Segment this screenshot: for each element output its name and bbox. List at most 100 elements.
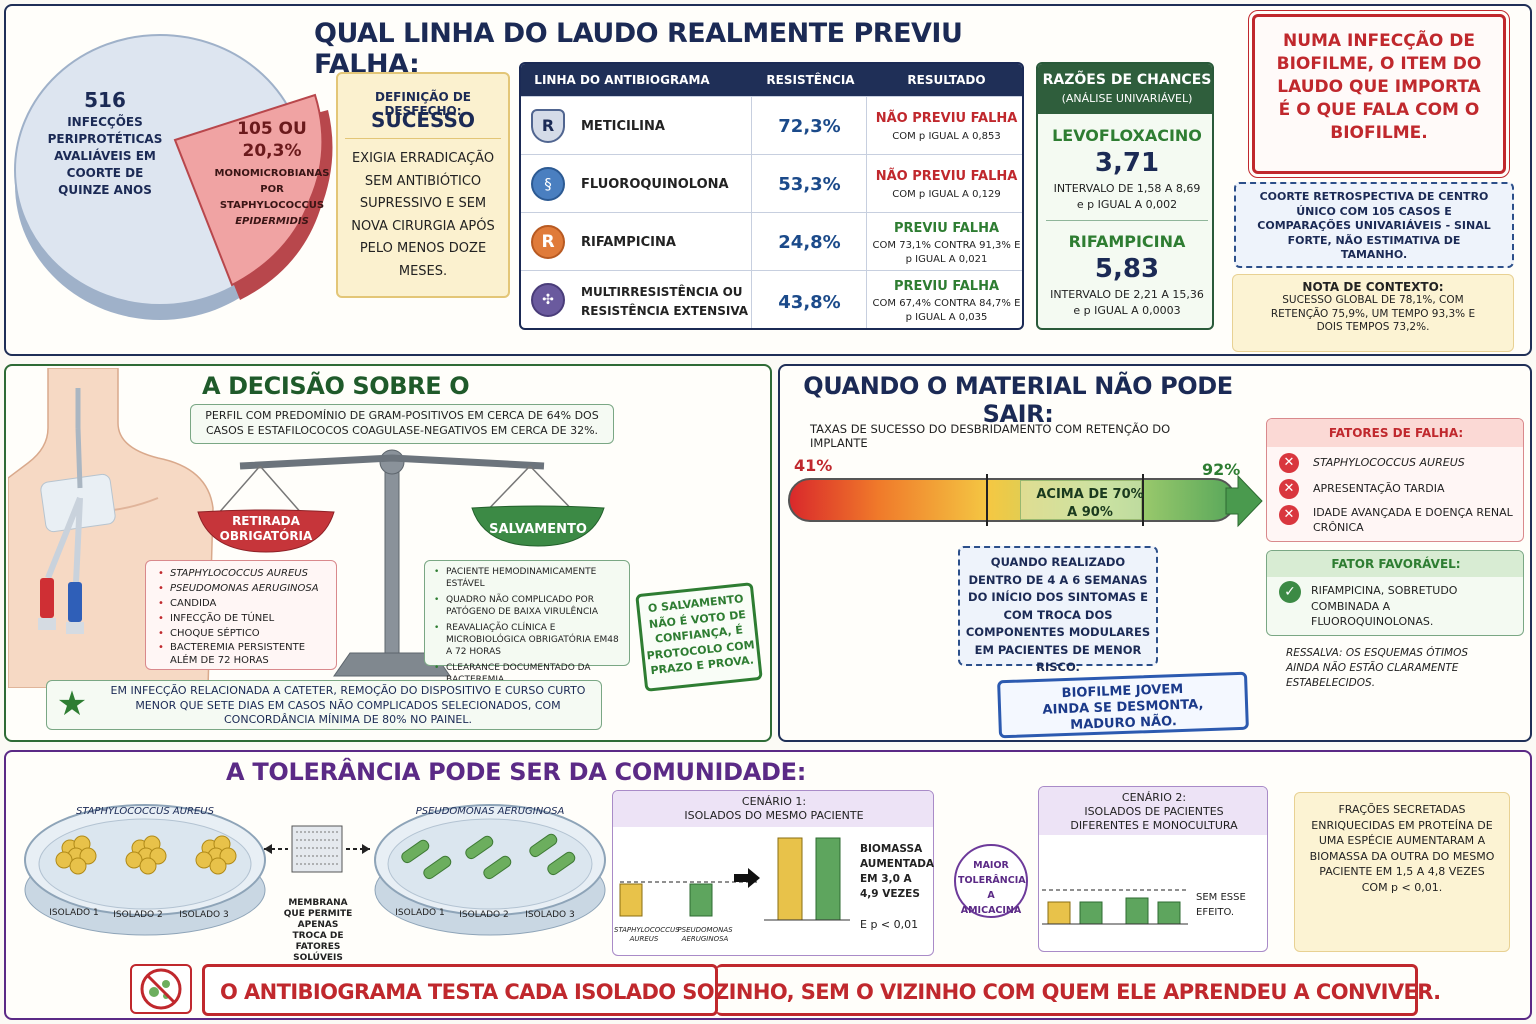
material-title: QUANDO O MATERIAL NÃO PODE SAIR: [803, 372, 1233, 428]
bar-staph-coculture [777, 837, 803, 921]
odds-divider [1046, 220, 1208, 221]
odds-box: RAZÕES DE CHANCES (ANÁLISE UNIVARIÁVEL) … [1036, 62, 1214, 330]
outcome-box [336, 72, 510, 298]
target-range-highlight [1020, 480, 1142, 520]
list-item: PACIENTE HEMODINAMICAMENTE ESTÁVEL [434, 566, 626, 590]
odds-header-bar [1038, 64, 1212, 114]
row-resistance: 72,3% [778, 116, 841, 137]
bar-monoculture [1047, 901, 1071, 925]
failure-factors-box: FATORES DE FALHA: ✕ STAPHYLOCOCCUS AUREU… [1266, 418, 1524, 542]
removal-list: STAPHYLOCOCCUS AUREUS PSEUDOMONAS AERUGI… [158, 566, 334, 667]
bar-marker-1 [986, 474, 988, 526]
table-header-col3: RESULTADO [907, 73, 986, 87]
row-detail: COM 73,1% CONTRA 91,3% E p IGUAL A 0,021 [872, 240, 1021, 265]
scenario2-result: SEM ESSE EFEITO. [1196, 892, 1246, 918]
star-icon: ★ [56, 684, 88, 724]
row-name: METICILINA [581, 119, 665, 134]
balance-scale [209, 449, 581, 677]
x-icon: ✕ [1279, 479, 1299, 499]
pie-slice-text: MONOMICROBIANAS POR STAPHYLOCOCCUS [214, 168, 330, 211]
scenario2-subtitle: ISOLADOS DE PACIENTES DIFERENTES E MONOC… [1070, 805, 1238, 832]
membrane-icon [264, 825, 370, 873]
catheter-footnote-box [46, 680, 602, 730]
timing-note-text: QUANDO REALIZADO DENTRO DE 4 A 6 SEMANAS… [965, 555, 1151, 674]
context-note [1232, 274, 1514, 352]
failure-title: FATORES DE FALHA: [1328, 426, 1464, 440]
bar-pseudo-alone [689, 883, 713, 917]
success-high-label: 92% [1202, 460, 1241, 479]
membrane-label: MEMBRANA QUE PERMITE APENAS TROCA DE FAT… [283, 898, 353, 963]
table-row: R RIFAMPICINA 24,8% PREVIU FALHA COM 73,… [521, 212, 1022, 270]
pie-chart [14, 34, 333, 320]
amikacin-badge-text: MAIOR TOLERÂNCIA A AMICACINA [958, 860, 1026, 916]
profile-box [190, 404, 614, 444]
scenario1-label: STAPHYLOCOCCUS AUREUS [614, 926, 680, 943]
table-row: ✣ MULTIRRESISTÊNCIA OU RESISTÊNCIA EXTEN… [521, 270, 1022, 328]
salvage-pan-label: SALVAMENTO [489, 522, 587, 537]
arrow-icon [734, 868, 760, 888]
odds-p: e p IGUAL A 0,0003 [1073, 304, 1181, 317]
scenario1-header-bar [613, 791, 933, 827]
favorable-item: RIFAMPICINA, SOBRETUDO COMBINADA A FLUOR… [1311, 584, 1458, 628]
scenario2-title: CENÁRIO 2: [1121, 791, 1187, 804]
banner-box [202, 964, 718, 1016]
scenario1-title: CENÁRIO 1: [741, 795, 807, 808]
context-body: SUCESSO GLOBAL DE 78,1%, COM RETENÇÃO 75… [1270, 294, 1476, 333]
favorable-header-bar [1267, 551, 1523, 577]
scenario1-label: PSEUDOMONAS AERUGINOSA [677, 926, 733, 943]
row-resistance: 24,8% [778, 232, 841, 253]
isolate-label: ISOLADO 2 [459, 910, 509, 920]
salvage-list: PACIENTE HEMODINAMICAMENTE ESTÁVEL QUADR… [434, 566, 626, 686]
pseudomonas-petri-dish [374, 804, 606, 936]
salvage-stamp-text: O SALVAMENTO NÃO É VOTO DE CONFIANÇA, É … [646, 592, 756, 678]
list-item: BACTEREMIA PERSISTENTE ALÉM DE 72 HORAS [158, 641, 334, 667]
favorable-title: FATOR FAVORÁVEL: [1331, 557, 1461, 571]
table-header-col2: RESISTÊNCIA [766, 73, 855, 87]
scenario1-subtitle: ISOLADOS DO MESMO PACIENTE [684, 809, 864, 822]
outcome-divider [345, 138, 501, 139]
banner-text: O ANTIBIOGRAMA TESTA CADA ISOLADO SOZINH… [220, 980, 1441, 1004]
bar-staph-alone [619, 883, 643, 917]
row-detail: COM p IGUAL A 0,853 [892, 131, 1001, 142]
pseudomonas-dish-label: PSEUDOMONAS AERUGINOSA [415, 806, 565, 817]
removal-pan [197, 509, 335, 553]
odds-value: 5,83 [1094, 254, 1160, 284]
cohort-note [1234, 182, 1514, 268]
removal-pan-label: RETIRADA OBRIGATÓRIA [219, 514, 313, 543]
biofilm-callout-text: NUMA INFECÇÃO DE BIOFILME, O ITEM DO LAU… [1276, 31, 1482, 143]
context-title: NOTA DE CONTEXTO: [1302, 280, 1444, 294]
profile-text: PERFIL COM PREDOMÍNIO DE GRAM-POSITIVOS … [205, 409, 599, 437]
check-icon: ✓ [1279, 581, 1301, 603]
outcome-body: EXIGIA ERRADICAÇÃO SEM ANTIBIÓTICO SUPRE… [351, 151, 495, 279]
amikacin-badge [954, 844, 1028, 918]
outcome-word: SUCESSO [371, 108, 475, 132]
fractions-note [1294, 792, 1510, 952]
row-resistance: 43,8% [778, 292, 841, 313]
scenario1-result: BIOMASSA AUMENTADA EM 3,0 A 4,9 VEZES [860, 843, 935, 900]
list-item: INFECÇÃO DE TÚNEL [158, 611, 334, 626]
list-item: STAPHYLOCOCCUS AUREUS [158, 566, 334, 581]
isolate-label: ISOLADO 1 [49, 908, 99, 918]
pie-slice-number: 105 OU 20,3% [237, 119, 307, 161]
x-icon: ✕ [1279, 505, 1299, 525]
biofilm-callout [1248, 10, 1510, 178]
target-range-label: ACIMA DE 70% A 90% [1036, 487, 1144, 520]
isolate-label: ISOLADO 3 [179, 910, 229, 920]
odds-p: e p IGUAL A 0,002 [1076, 198, 1178, 211]
row-result: NÃO PREVIU FALHA [875, 111, 1018, 126]
odds-subtitle: (ANÁLISE UNIVARIÁVEL) [1061, 92, 1193, 105]
odds-ci: INTERVALO DE 1,58 A 8,69 [1053, 182, 1201, 195]
table-header-col1: LINHA DO ANTIBIOGRAMA [534, 73, 710, 87]
favorable-factor-box: FATOR FAVORÁVEL: ✓ RIFAMPICINA, SOBRETUD… [1266, 550, 1524, 636]
fractions-note-text: FRAÇÕES SECRETADAS ENRIQUECIDAS EM PROTE… [1309, 803, 1495, 894]
bar-monoculture [1079, 901, 1103, 925]
isolate-label: ISOLADO 1 [395, 908, 445, 918]
row-name: FLUOROQUINOLONA [581, 177, 729, 192]
banner-box-ext [716, 964, 1418, 1016]
odds-value: 3,71 [1094, 148, 1160, 178]
odds-drug: RIFAMPICINA [1068, 232, 1186, 251]
catheter-footnote: EM INFECÇÃO RELACIONADA A CATETER, REMOÇ… [110, 684, 586, 726]
row-detail: COM 67,4% CONTRA 84,7% E p IGUAL A 0,035 [872, 298, 1021, 323]
scenario2-bar-chart [1042, 889, 1188, 925]
dna-icon: § [531, 167, 565, 201]
